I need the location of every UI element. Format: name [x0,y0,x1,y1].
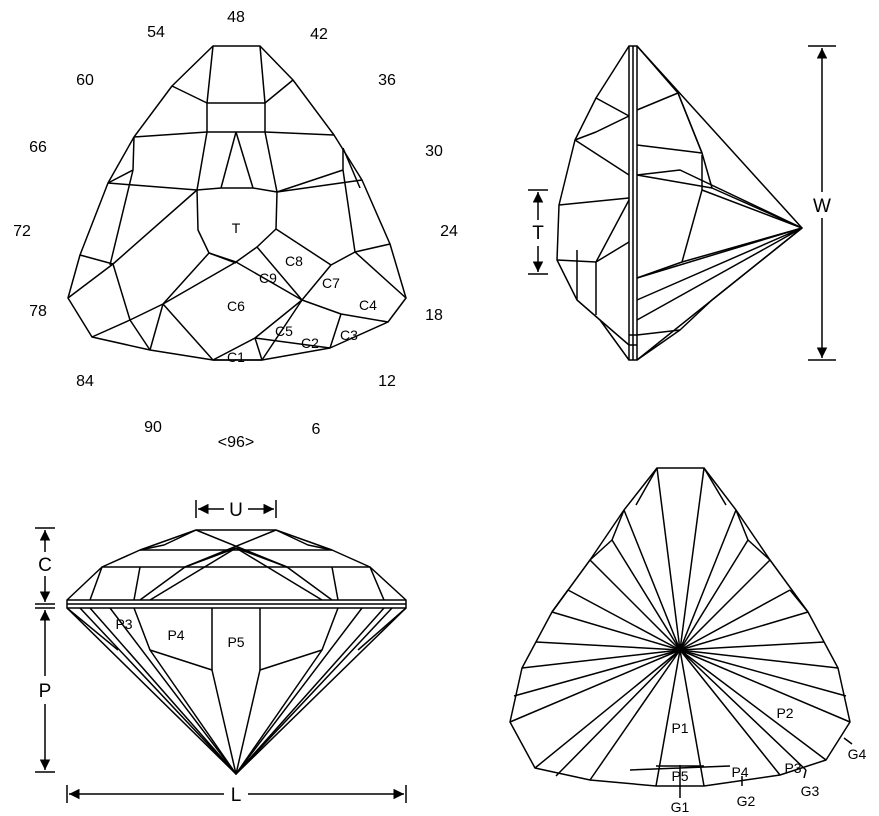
label-C9: C9 [259,270,277,286]
dimension-C: C [38,555,52,576]
index-96: <96> [218,434,254,451]
label-P5: P5 [671,768,688,784]
label-G4: G4 [848,746,867,762]
label-G2: G2 [737,793,756,809]
label-T: T [232,220,241,236]
index-42: 42 [310,26,328,43]
label-C8: C8 [285,253,303,269]
index-72: 72 [13,223,31,240]
side-view: W T [528,45,836,361]
label-C2: C2 [301,335,319,351]
crown-outline [67,45,407,361]
index-66: 66 [29,139,47,156]
crown-view: T C8 C9 C7 C4 C6 C5 C3 C2 C1 [67,45,407,365]
index-12: 12 [378,373,396,390]
dimension-P: P [39,681,52,702]
index-84: 84 [76,373,94,390]
dimension-W: W [813,196,831,217]
pavilion-view: P1 P2 P5 P4 P3 G1 G2 G3 G4 [509,467,867,815]
index-36: 36 [378,72,396,89]
label-P5-side: P5 [227,634,244,650]
label-P2: P2 [776,705,793,721]
label-C7: C7 [322,275,340,291]
index-60: 60 [76,72,94,89]
label-C5: C5 [275,323,293,339]
label-P4-side: P4 [167,627,184,643]
label-P4: P4 [731,764,748,780]
label-G1: G1 [671,799,690,815]
label-P1: P1 [671,720,688,736]
profile-view: P3 P4 P5 U C P L [35,500,407,806]
index-48: 48 [227,9,245,26]
label-C1: C1 [227,349,245,365]
index-54: 54 [147,24,165,41]
index-30: 30 [425,143,443,160]
label-C6: C6 [227,298,245,314]
dimension-U: U [229,500,243,521]
label-C3: C3 [340,327,358,343]
index-gear-labels: 48 42 36 30 24 18 12 6 <96> 90 84 78 72 … [13,9,458,451]
dimension-T: T [532,223,544,244]
label-P3: P3 [784,760,801,776]
label-P3-side: P3 [115,616,132,632]
index-90: 90 [144,419,162,436]
label-G3: G3 [801,783,820,799]
index-18: 18 [425,307,443,324]
index-24: 24 [440,223,458,240]
dimension-L: L [231,785,242,806]
index-78: 78 [29,303,47,320]
label-C4: C4 [359,297,377,313]
index-6: 6 [312,421,321,438]
